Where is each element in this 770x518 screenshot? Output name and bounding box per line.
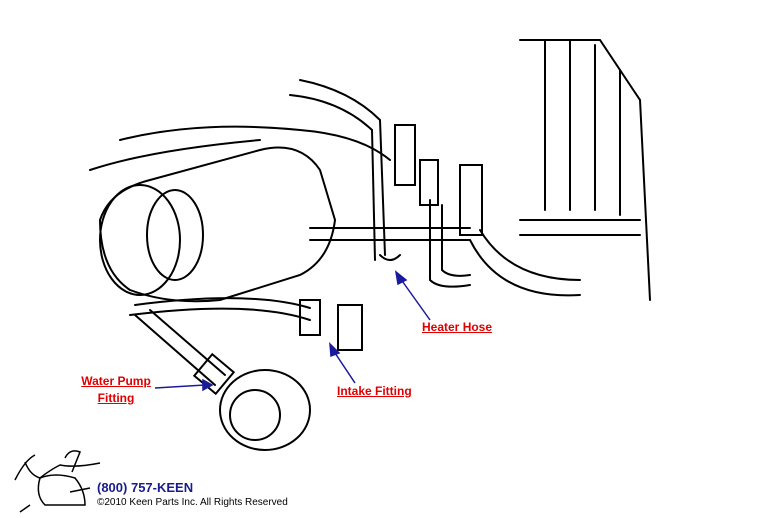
water-pump-fitting-line2[interactable]: Fitting xyxy=(97,391,135,405)
phone-number: (800) 757-KEEN xyxy=(97,480,194,495)
water-pump-fitting-link[interactable]: Water Pump Fitting xyxy=(78,373,154,407)
keen-parts-logo xyxy=(14,450,101,513)
heater-hose-link[interactable]: Heater Hose xyxy=(422,320,493,334)
water-pump-fitting-line1[interactable]: Water Pump xyxy=(81,374,151,388)
copyright: ©2010 Keen Parts Inc. All Rights Reserve… xyxy=(97,497,288,508)
intake-fitting-link[interactable]: Intake Fitting xyxy=(337,384,412,398)
